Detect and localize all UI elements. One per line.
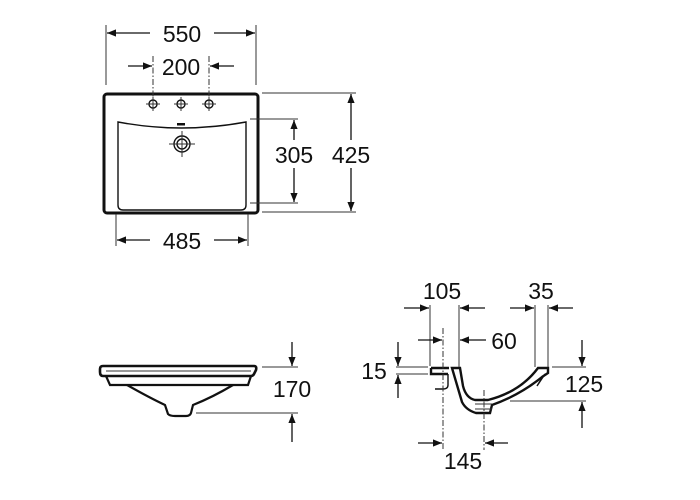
- dimension-425: 425: [332, 142, 370, 168]
- dimension-60: 60: [491, 328, 517, 354]
- top-view: 550 200 425 305 485: [102, 21, 370, 254]
- dimension-170: 170: [273, 376, 311, 402]
- dimension-485: 485: [163, 228, 201, 254]
- bowl-outline: [117, 121, 247, 211]
- overflow-icon: [177, 123, 185, 126]
- side-view: 105 35 60 15 125 145: [361, 278, 603, 474]
- basin-outline: [102, 92, 260, 215]
- dimension-125: 125: [565, 371, 603, 397]
- front-view: 170: [98, 342, 311, 442]
- dimension-550: 550: [163, 21, 201, 47]
- drain-icon: [169, 131, 195, 157]
- dimension-35: 35: [528, 278, 554, 304]
- dimension-15: 15: [361, 358, 387, 384]
- dimension-105: 105: [423, 278, 461, 304]
- dimension-145: 145: [444, 448, 482, 474]
- dimension-305: 305: [275, 142, 313, 168]
- dimension-200: 200: [162, 54, 200, 80]
